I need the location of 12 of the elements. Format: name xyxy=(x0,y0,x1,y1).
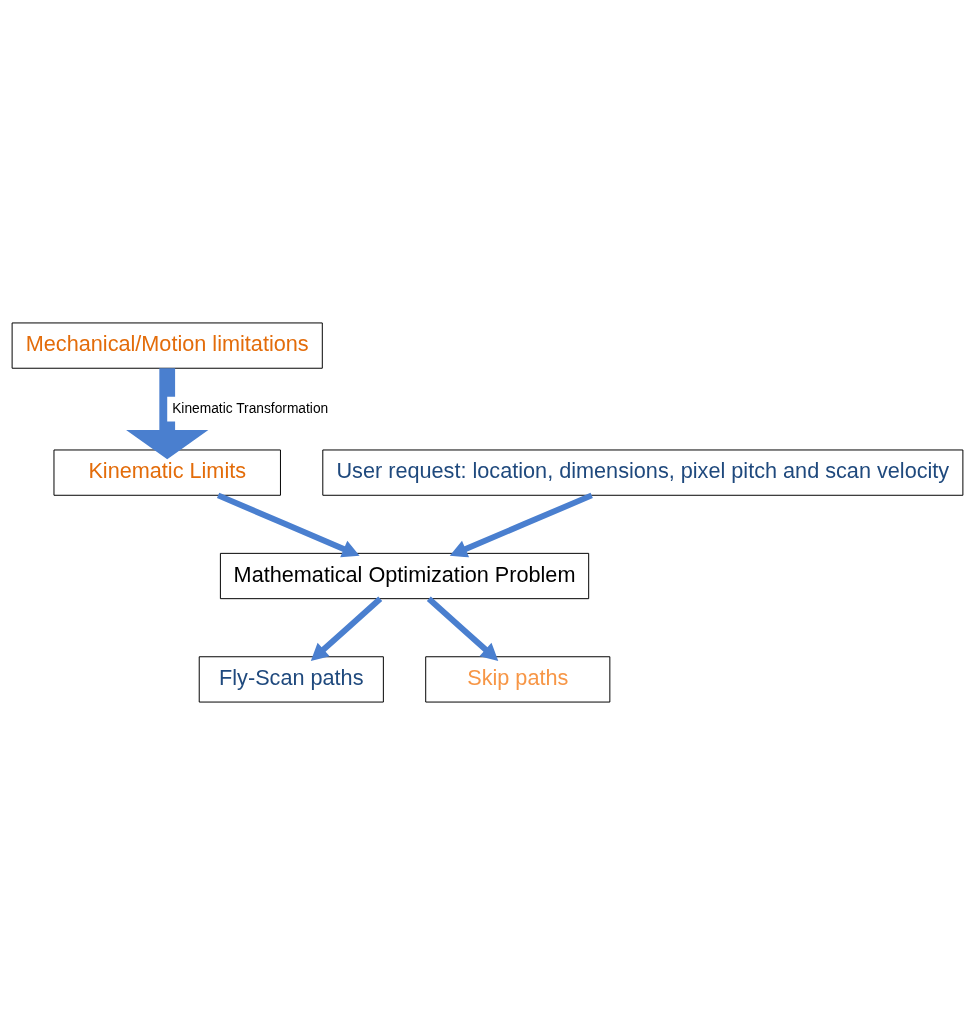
arrow xyxy=(426,596,499,661)
arrow xyxy=(126,367,209,459)
arrow xyxy=(310,596,383,661)
node-box: Fly-Scan paths xyxy=(198,655,384,703)
arrow xyxy=(449,492,593,557)
node-box: Mechanical/Motion limitations xyxy=(11,321,323,369)
arrow xyxy=(216,492,360,557)
edge-label: Kinematic Transformation xyxy=(172,400,329,416)
node-box: Mathematical Optimization Problem xyxy=(219,552,590,599)
node-box: User request: location, dimensions, pixel pitch and scan velocity xyxy=(322,449,964,496)
node-box: Skip paths xyxy=(425,655,611,703)
node-box: Kinematic Limits xyxy=(53,449,281,496)
